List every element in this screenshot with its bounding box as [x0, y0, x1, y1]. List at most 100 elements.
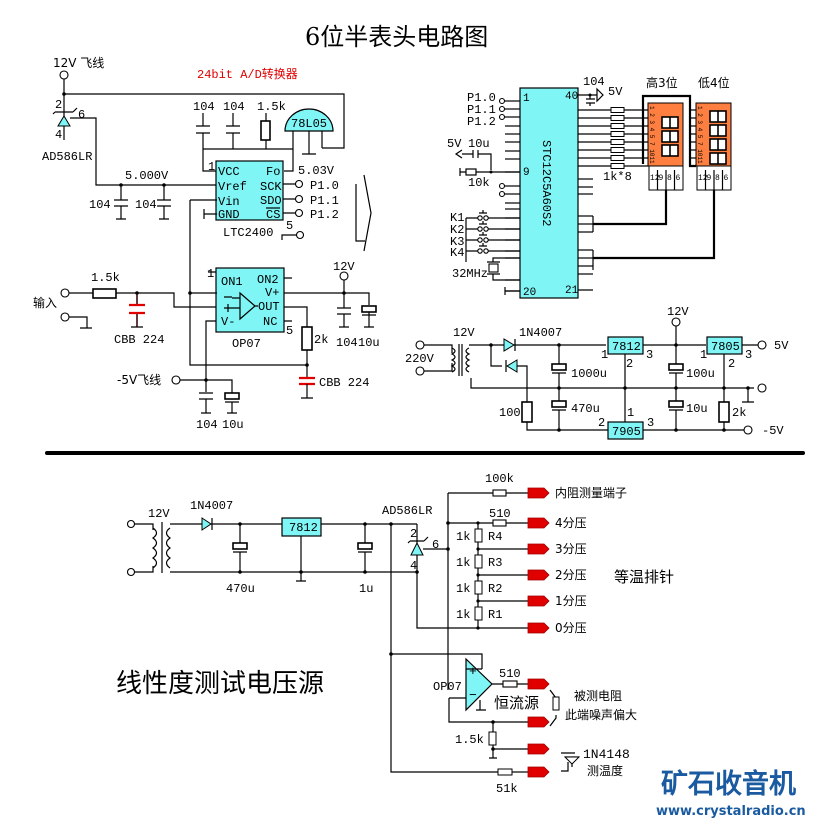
mcu-chip [519, 87, 579, 299]
pin-label: 2 [626, 357, 633, 371]
regulator-label: 7805 [711, 340, 740, 354]
regulator-7905 [607, 421, 644, 440]
adc-section: 12V 飞线 2 6 4 AD586LR 5.000V 104 104 [42, 56, 372, 290]
key-switch [477, 215, 483, 221]
res-label: 2k [314, 333, 328, 347]
mains-terminal[interactable] [415, 340, 425, 350]
page-title: 6位半表头电路图 [305, 23, 488, 51]
divider-name: R4 [488, 530, 502, 544]
key-label: K2 [450, 223, 464, 237]
regulator-label: 78L05 [291, 117, 327, 131]
secondary-label: 12V [148, 507, 170, 521]
res-label: 510 [499, 667, 521, 681]
dut-label: 被测电阻 [574, 689, 622, 703]
display-pin: 9 [707, 174, 712, 183]
key-switch [483, 237, 489, 243]
supply-12v-terminal[interactable] [59, 70, 69, 80]
pin-label: 1 [523, 93, 530, 105]
temp-diode-label: 1N4148 [583, 747, 630, 762]
regulator-label: 7905 [612, 425, 641, 439]
terminal-label: 内阻测量端子 [555, 486, 627, 500]
op07-chip [215, 267, 285, 333]
crystal-label: 32MHz [452, 267, 488, 281]
terminal-label: 1分压 [555, 594, 587, 608]
port-label: P1.1 [310, 194, 339, 208]
supply-neg5v-terminal[interactable] [171, 375, 181, 385]
pin-label: 3 [745, 348, 752, 362]
terminal-label: 0分压 [555, 621, 587, 635]
ltc2400-chip: VCC Vref Vin GND Fo SCK SDO CS 1 5 LTC24… [189, 160, 339, 290]
pin-label: 20 [523, 287, 536, 299]
supply-12v-terminal[interactable] [339, 271, 349, 281]
display-pin: 7 [696, 142, 703, 146]
pin-label: CS [266, 208, 280, 222]
ac-terminal[interactable] [126, 519, 136, 529]
output-terminal [527, 487, 550, 499]
display-pin: 3 [648, 120, 655, 124]
divider-name: R2 [488, 582, 502, 596]
key-switch [477, 248, 483, 254]
display-pin: 1 [648, 106, 655, 110]
resistor [610, 123, 625, 129]
pin-label: 5 [286, 219, 293, 233]
out-12v-terminal[interactable] [671, 317, 681, 327]
pin-label: 9 [523, 167, 530, 179]
key-label: K3 [450, 235, 464, 249]
pin-label: SCK [260, 180, 282, 194]
ac-terminal[interactable] [126, 567, 136, 577]
res-label: 51k [496, 782, 518, 796]
pin-label: VCC [218, 165, 240, 179]
out-5v-terminal[interactable] [757, 340, 767, 350]
supply-label: 12V [667, 305, 689, 319]
display-high-label: 高3位 [646, 75, 678, 90]
pin-label: SDO [260, 194, 282, 208]
pin-label: OUT [258, 300, 280, 314]
amp-section: 输入 1.5k CBB 224 ON1 ON2 V+ OUT V- NC 1 5… [33, 260, 380, 432]
display-pin: 11 [648, 156, 655, 164]
out-neg5v-terminal[interactable] [743, 425, 753, 435]
output-terminal [527, 743, 550, 755]
dut-note: 此端噪声偏大 [565, 707, 637, 722]
pin-label: 2 [55, 98, 62, 112]
cap-label: CBB 224 [114, 333, 164, 347]
secondary-label: 12V [453, 326, 475, 340]
cap-label: 104 [89, 198, 111, 212]
connector-arrow [355, 174, 372, 252]
pin-label: 1 [627, 406, 634, 420]
resistor [610, 163, 625, 169]
divider-value: 1k [456, 582, 470, 596]
cap-label: 10u [222, 418, 244, 432]
pin-label: 6 [432, 538, 439, 552]
fo-voltage: 5.03V [298, 164, 335, 178]
mains-terminal[interactable] [415, 366, 425, 376]
minus-sign: − [469, 688, 477, 703]
vref-caps: 104 104 [89, 183, 171, 220]
display-pin: 4 [648, 128, 655, 132]
pin-label: Vref [218, 180, 247, 194]
input-terminal-neg[interactable] [60, 312, 70, 322]
terminal-label: 2分压 [555, 568, 587, 582]
display-pin: 2 [696, 113, 703, 117]
cap-label: 1u [359, 582, 373, 596]
key-switch [483, 226, 489, 232]
diode-label: 1N4007 [519, 326, 562, 340]
section-title: 线性度测试电压源 [116, 669, 324, 699]
input-terminal-pos[interactable] [60, 288, 70, 298]
resistor [610, 147, 625, 153]
display-pin: 2 [648, 113, 655, 117]
display-pin: 8 [715, 174, 720, 183]
gnd-terminal[interactable] [757, 383, 767, 393]
diode-label: 1N4007 [190, 499, 233, 513]
mcu-section: STC12C5A60S2 1 9 20 21 40 P1.0 P1.1 P1.2… [447, 75, 732, 299]
pin-label: Vin [218, 195, 240, 209]
plus-sign: + [469, 664, 477, 679]
cap-label: 104 [583, 75, 605, 89]
output-terminal [527, 622, 550, 634]
temp-label: 测温度 [587, 763, 623, 778]
pin-label: NC [263, 315, 277, 329]
pin-label: V+ [265, 286, 279, 300]
chip-label: STC12C5A60S2 [539, 140, 553, 226]
cap-label: 1000u [571, 367, 607, 381]
port-label: P1.2 [467, 115, 496, 129]
